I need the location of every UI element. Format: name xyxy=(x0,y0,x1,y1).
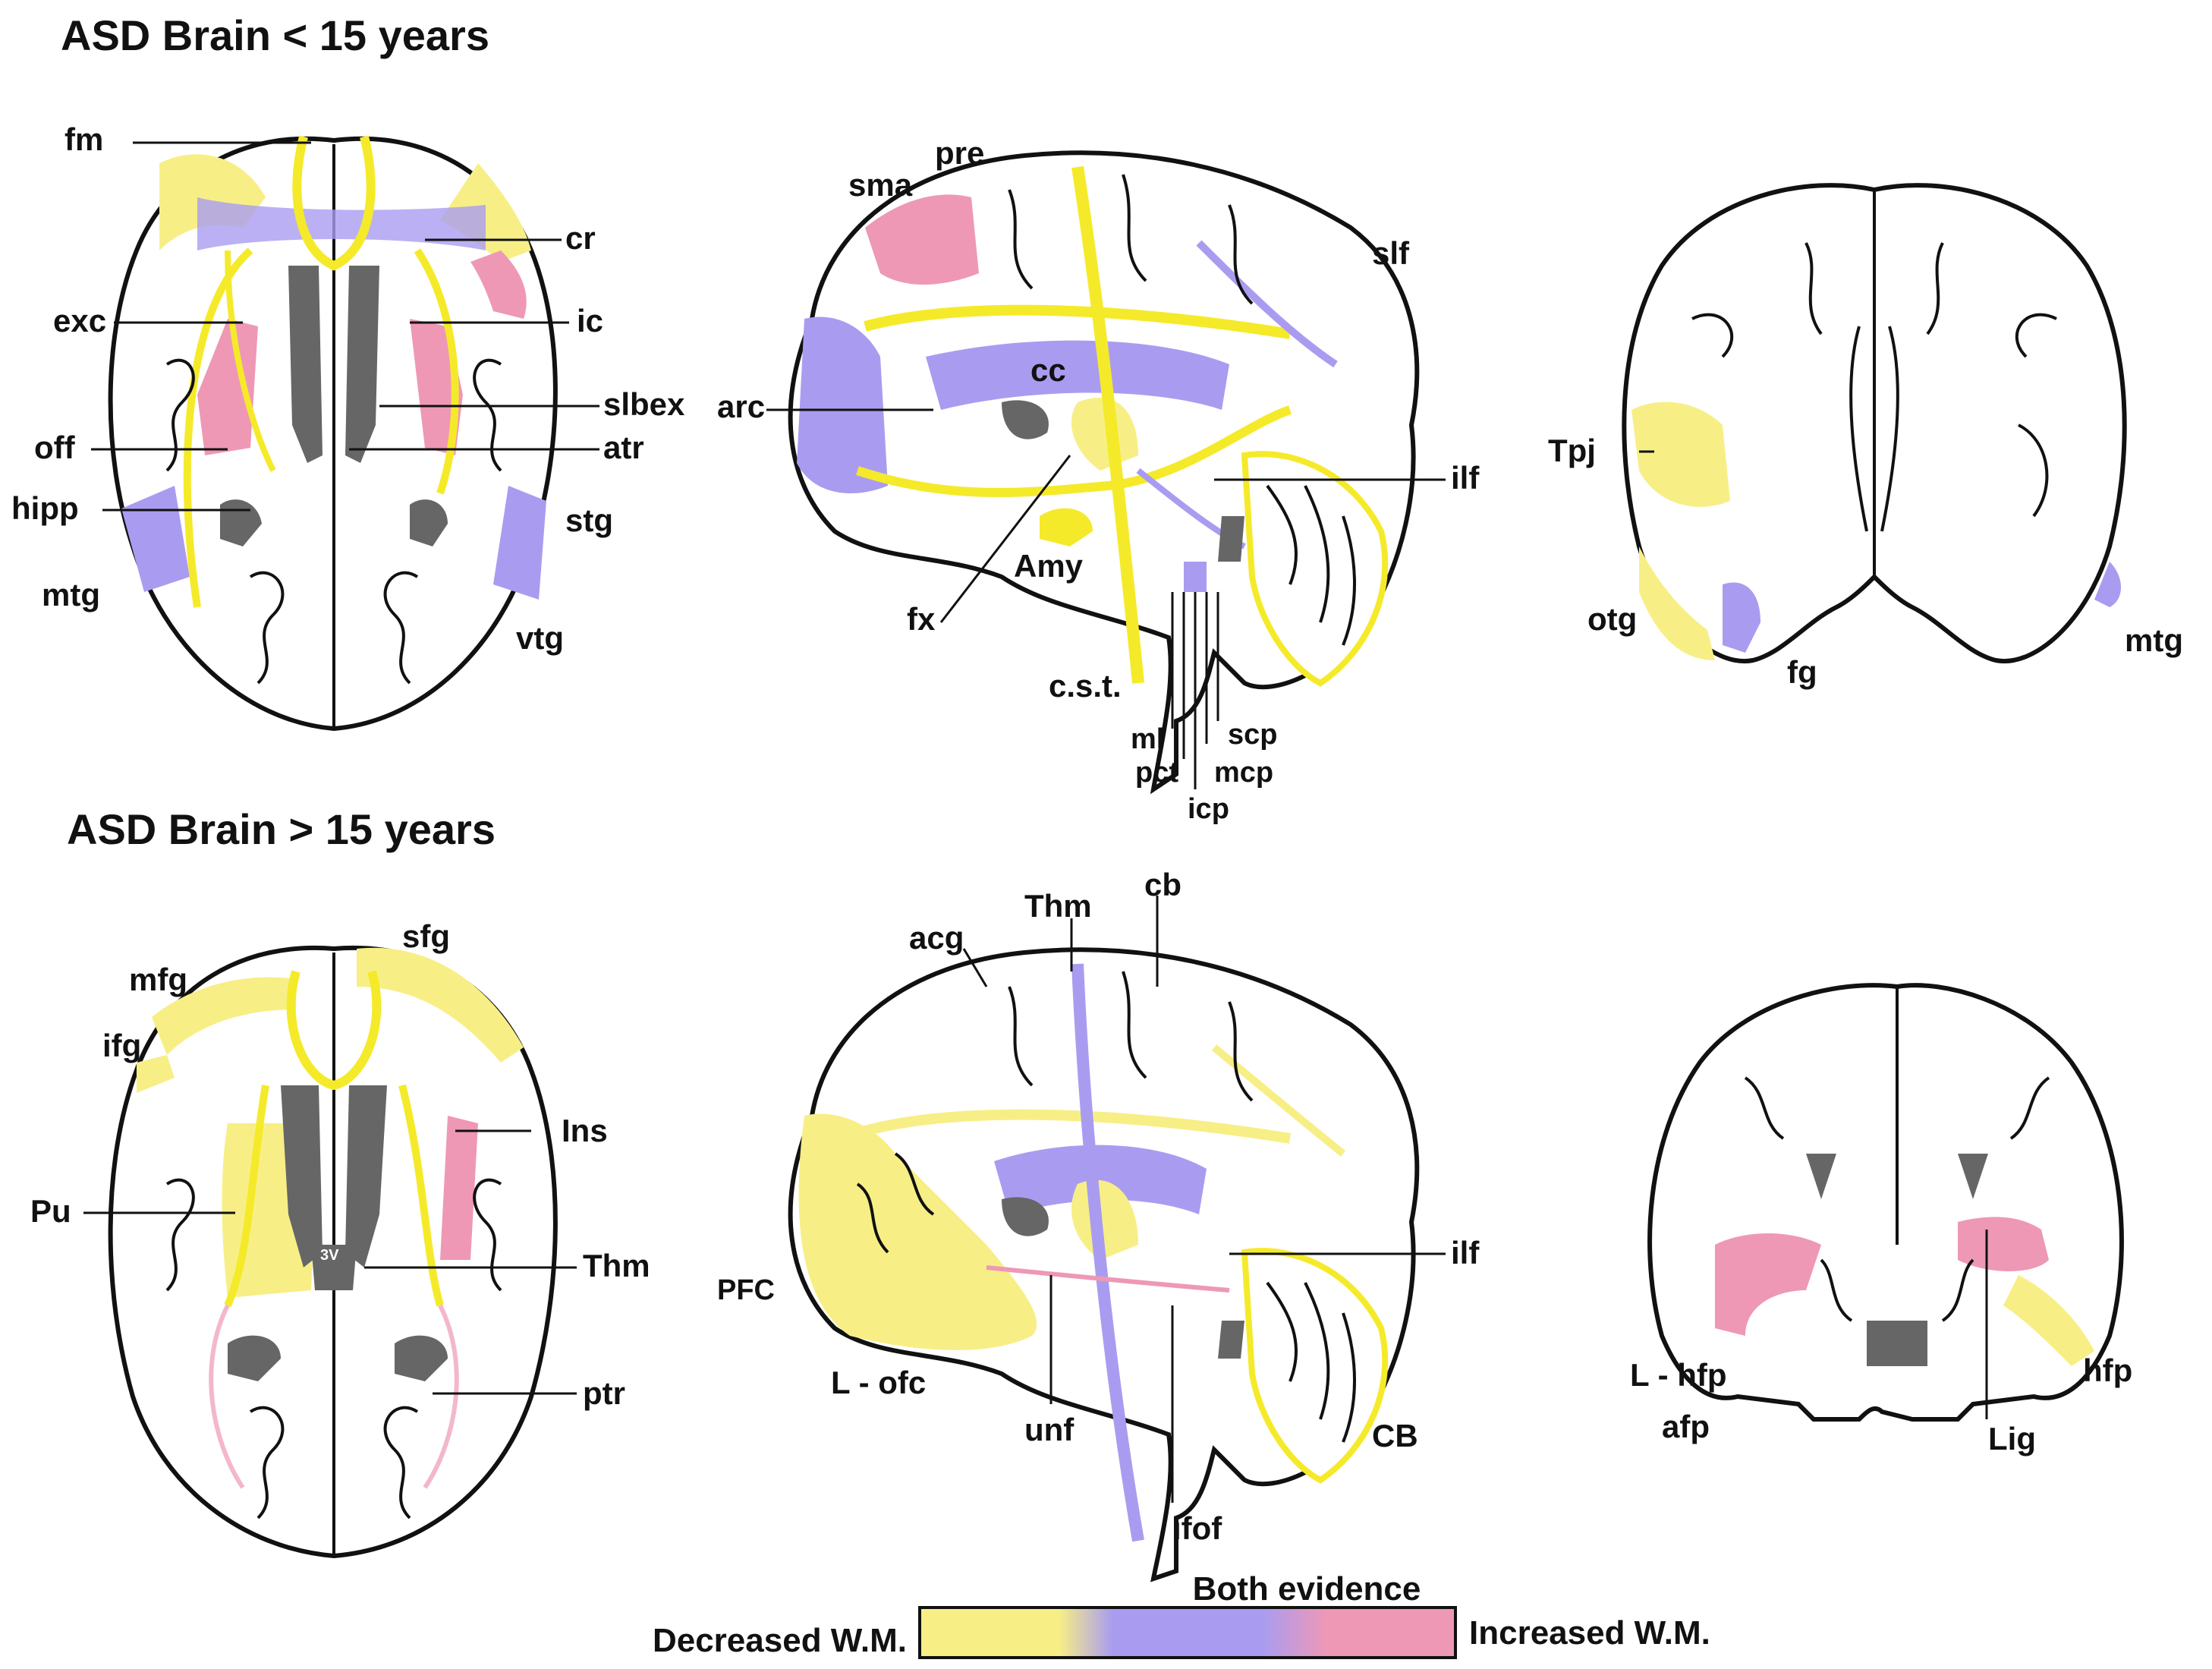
legend-both-evidence: Both evidence xyxy=(1193,1570,1421,1608)
label-icp: icp xyxy=(1188,793,1229,825)
label-sfg: sfg xyxy=(402,918,450,954)
panel-old-coronal: L - hfp hfp afp Lig xyxy=(1630,983,2132,1456)
label-mtg-coronal: mtg xyxy=(2125,622,2183,658)
label-cerebellum: CB xyxy=(1372,1418,1418,1453)
label-off: off xyxy=(34,430,76,465)
label-pu: Pu xyxy=(30,1193,71,1229)
label-ifg: ifg xyxy=(102,1028,141,1063)
label-slbex: slbex xyxy=(603,386,685,422)
label-vtg: vtg xyxy=(516,620,564,656)
label-otg: otg xyxy=(1587,601,1637,637)
label-tpj: Tpj xyxy=(1548,433,1596,468)
panel-young-axial: fm cr exc ic slbex off atr hipp stg mtg … xyxy=(11,121,685,732)
label-exc: exc xyxy=(53,303,106,339)
panel-old-axial: sfg mfg ifg Ins Pu Thm ptr 3V xyxy=(30,918,650,1559)
label-hfp: hfp xyxy=(2083,1353,2132,1388)
label-ins: Ins xyxy=(562,1113,608,1148)
label-ifof: ifof xyxy=(1172,1510,1222,1546)
label-fx: fx xyxy=(907,601,936,637)
label-thm-axial: Thm xyxy=(583,1248,650,1283)
header-under-15: ASD Brain < 15 years xyxy=(61,11,489,59)
label-ilf: ilf xyxy=(1451,460,1480,496)
label-ic: ic xyxy=(577,303,603,339)
label-ptr: ptr xyxy=(583,1375,625,1411)
label-amy: Amy xyxy=(1014,548,1084,584)
label-ml: ml xyxy=(1131,723,1164,755)
label-cst: c.s.t. xyxy=(1049,668,1122,704)
label-cc: cc xyxy=(1030,352,1066,388)
label-ilf-old: ilf xyxy=(1451,1235,1480,1271)
panel-old-sagittal: Thm cb acg ilf PFC L - ofc unf CB ifof xyxy=(717,867,1480,1582)
label-pfc: PFC xyxy=(717,1274,775,1306)
label-mtg: mtg xyxy=(42,577,100,612)
label-pct: pct xyxy=(1135,757,1178,789)
label-fm: fm xyxy=(65,121,103,157)
label-mfg: mfg xyxy=(129,962,187,997)
label-arc: arc xyxy=(717,389,765,424)
label-fg: fg xyxy=(1787,654,1817,690)
legend-color-bar xyxy=(918,1606,1457,1659)
label-unf: unf xyxy=(1024,1412,1075,1447)
label-cb: cb xyxy=(1144,867,1182,902)
label-stg: stg xyxy=(565,502,613,538)
label-lig: Lig xyxy=(1988,1421,2036,1456)
legend: Both evidence Decreased W.M. Increased W… xyxy=(653,1570,1710,1659)
legend-decreased: Decreased W.M. xyxy=(653,1622,907,1659)
label-scp: scp xyxy=(1228,719,1277,751)
label-slf: slf xyxy=(1372,235,1410,271)
panel-young-sagittal: pre sma slf cc arc ilf Amy fx c.s.t. ml … xyxy=(717,135,1480,825)
label-acg: acg xyxy=(909,920,964,956)
header-over-15: ASD Brain > 15 years xyxy=(67,805,496,853)
label-atr: atr xyxy=(603,430,644,465)
label-l-ofc: L - ofc xyxy=(831,1365,926,1400)
label-mcp: mcp xyxy=(1214,757,1273,789)
label-l-hfp: L - hfp xyxy=(1630,1357,1727,1393)
legend-increased: Increased W.M. xyxy=(1469,1614,1710,1652)
label-afp: afp xyxy=(1662,1409,1710,1444)
panel-young-coronal: Tpj otg fg mtg xyxy=(1548,183,2183,690)
label-hipp: hipp xyxy=(11,490,79,526)
label-3v: 3V xyxy=(320,1247,339,1264)
label-cr: cr xyxy=(565,220,596,256)
label-sma: sma xyxy=(848,167,913,203)
label-thm-sagittal: Thm xyxy=(1024,888,1092,924)
label-pre: pre xyxy=(935,135,984,171)
